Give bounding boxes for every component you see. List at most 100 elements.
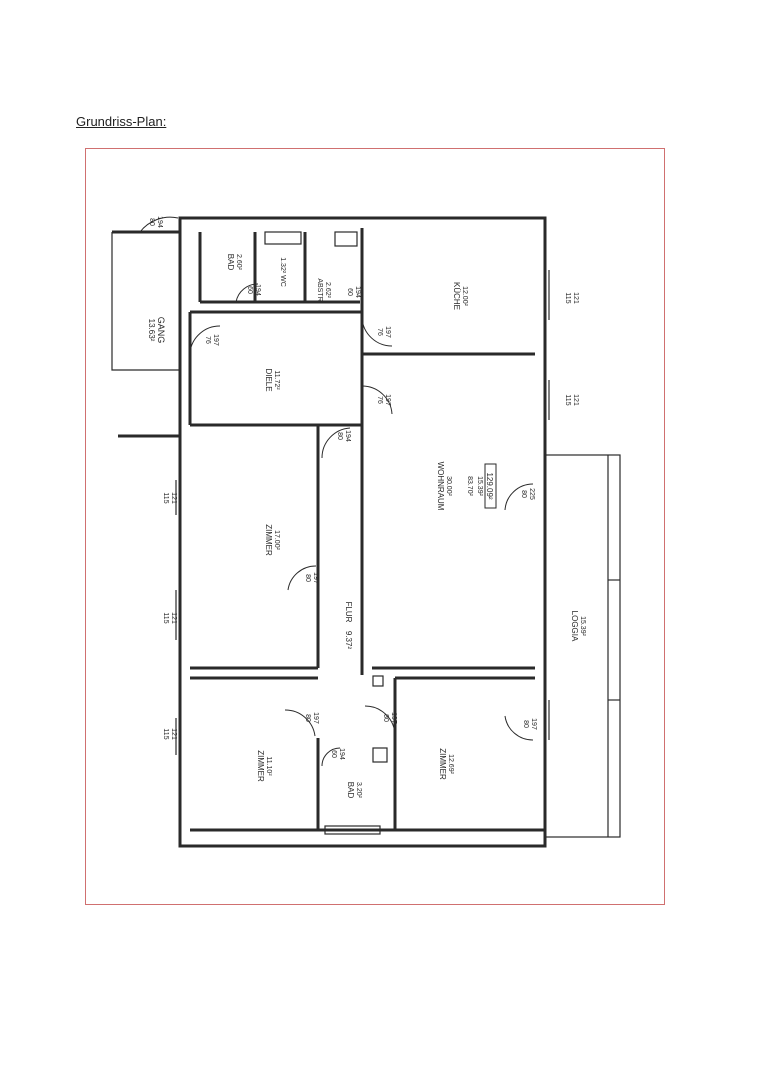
svg-text:76: 76: [376, 396, 383, 404]
svg-text:115: 115: [162, 612, 169, 623]
svg-text:121: 121: [572, 394, 579, 406]
door-wohn-loggia: [504, 483, 534, 511]
door-entry: [139, 216, 179, 233]
svg-text:60: 60: [330, 750, 337, 758]
room-zimmer2: ZIMMER 11.10²: [256, 750, 272, 782]
svg-text:194: 194: [156, 216, 163, 228]
svg-text:194: 194: [338, 748, 345, 760]
room-diele-name: DIELE: [264, 368, 273, 391]
room-zimmer1-name: ZIMMER: [264, 524, 273, 556]
door-label-entry: 80 194: [148, 216, 163, 228]
svg-text:197: 197: [390, 712, 397, 724]
door-bad2: [321, 747, 341, 767]
room-zimmer2-area: 11.10²: [265, 756, 272, 776]
svg-text:197: 197: [312, 572, 319, 584]
room-wohnraum-name: WOHNRAUM: [436, 462, 445, 511]
svg-text:115: 115: [162, 728, 169, 739]
door-wohn: [361, 385, 393, 415]
room-gang-area: 13.63²: [147, 319, 156, 342]
door-label-flur: 80 194: [336, 430, 351, 442]
door-zimmer2: [284, 709, 316, 737]
window-label-1: 115 121: [162, 492, 177, 504]
door-label-zimmer1: 80 197: [304, 572, 319, 584]
room-wohnraum-area: 30.00²: [445, 476, 452, 497]
page-title: Grundriss-Plan:: [76, 114, 167, 129]
door-zimmer3-loggia: [504, 715, 534, 741]
loggia-outline: [544, 454, 621, 838]
svg-text:115: 115: [162, 492, 169, 503]
room-loggia-area: 15.39²: [579, 616, 586, 637]
svg-text:121: 121: [170, 492, 177, 504]
room-loggia-name: LOGGIA: [570, 611, 579, 642]
room-abstr-area: 2.62²: [324, 282, 331, 299]
room-bad1-name: BAD: [226, 254, 235, 271]
room-bad2-name: BAD: [346, 782, 355, 799]
wc-fixture: [264, 231, 302, 245]
room-diele: DIELE 11.72²: [264, 368, 280, 391]
walls: [111, 216, 621, 848]
room-zimmer1-area: 17.00²: [273, 530, 280, 551]
svg-text:194: 194: [344, 430, 351, 442]
column-2: [372, 747, 388, 763]
room-flur: FLUR 9.37²: [344, 602, 353, 650]
room-wohnraum-sub1: 83.70²: [466, 476, 473, 497]
window-label-2: 115 121: [162, 612, 177, 624]
room-wohnraum-sub2: 15.39²: [476, 476, 483, 497]
room-zimmer3: ZIMMER 12.69²: [438, 748, 454, 780]
room-loggia: LOGGIA 15.39²: [570, 611, 586, 642]
room-zimmer3-area: 12.69²: [447, 754, 454, 775]
room-bad1: BAD 2.60²: [226, 254, 242, 271]
svg-text:197: 197: [212, 334, 219, 346]
room-wc: 1.32² WC: [279, 257, 286, 287]
svg-text:60: 60: [346, 288, 353, 296]
svg-text:80: 80: [520, 490, 527, 498]
window-label-4: 115 121: [564, 292, 579, 304]
svg-text:80: 80: [336, 432, 343, 440]
door-label-bad: 60 194: [246, 284, 261, 296]
room-bad1-area: 2.60²: [235, 254, 242, 271]
svg-text:60: 60: [246, 286, 253, 294]
door-zimmer1: [287, 565, 317, 591]
svg-text:80: 80: [522, 720, 529, 728]
svg-text:80: 80: [148, 218, 155, 226]
svg-text:115: 115: [564, 394, 571, 405]
door-gang-diele: [189, 325, 221, 353]
room-bad2-area: 3.20²: [355, 782, 362, 799]
svg-text:80: 80: [382, 714, 389, 722]
room-gang-name: GANG: [156, 317, 166, 344]
column-1: [372, 675, 384, 687]
svg-text:76: 76: [204, 336, 211, 344]
svg-text:121: 121: [170, 728, 177, 740]
door-flur: [321, 427, 351, 459]
svg-text:121: 121: [572, 292, 579, 304]
window-label-3: 115 121: [162, 728, 177, 740]
abstr-fixture: [334, 231, 358, 247]
door-label-zimmer3: 80 197: [522, 718, 537, 730]
doors: [139, 216, 534, 767]
room-bad2: BAD 3.20²: [346, 782, 362, 799]
room-zimmer2-name: ZIMMER: [256, 750, 265, 782]
room-gang: GANG 13.63²: [147, 317, 166, 344]
room-zimmer1: ZIMMER 17.00²: [264, 524, 280, 556]
door-bad: [235, 283, 259, 303]
room-kueche-name: KÜCHE: [452, 282, 461, 310]
svg-text:80: 80: [304, 714, 311, 722]
room-wc-name: 1.32² WC: [279, 257, 286, 287]
door-label-zimmer2: 80 197: [304, 712, 319, 724]
window-labels: 115 121 115 121 115 121 115 121 115 121: [162, 292, 579, 740]
door-label-gang: 76 197: [204, 334, 219, 346]
svg-text:197: 197: [384, 394, 391, 406]
svg-text:197: 197: [384, 326, 391, 338]
svg-text:80: 80: [304, 574, 311, 582]
svg-text:115: 115: [564, 292, 571, 303]
svg-text:194: 194: [354, 286, 361, 298]
total-box: [484, 463, 497, 509]
room-zimmer3-name: ZIMMER: [438, 748, 447, 780]
svg-text:225: 225: [528, 488, 535, 500]
bad2-window: [324, 825, 381, 835]
door-label-flur2: 80 197: [382, 712, 397, 724]
gang-wall: [111, 232, 180, 371]
door-label-abstr: 60 194: [346, 286, 361, 298]
svg-text:121: 121: [170, 612, 177, 624]
